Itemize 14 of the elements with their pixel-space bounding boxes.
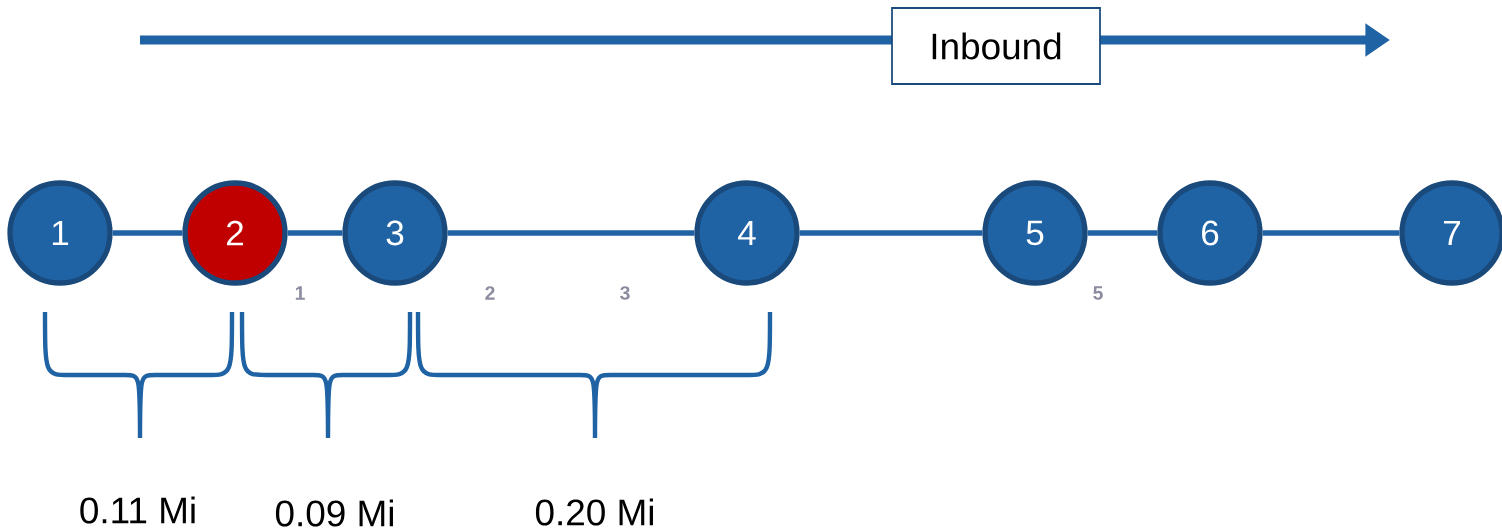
- distance-label: 0.09 Mi: [275, 499, 393, 527]
- faint-number: 5: [1093, 286, 1103, 300]
- connector-line: [287, 230, 343, 236]
- faint-number: 3: [620, 286, 630, 300]
- connector-line: [1262, 230, 1400, 236]
- faint-number: 1: [295, 286, 305, 300]
- distance-label: 0.11 Mi: [80, 496, 195, 524]
- distance-label: 0.20 Mi: [535, 498, 653, 526]
- connector-line: [799, 230, 983, 236]
- label-box: Inbound: [891, 7, 1101, 85]
- connector-line: [1087, 230, 1158, 236]
- connector-line: [112, 230, 183, 236]
- faint-number: 2: [485, 286, 495, 300]
- connector-line: [447, 230, 695, 236]
